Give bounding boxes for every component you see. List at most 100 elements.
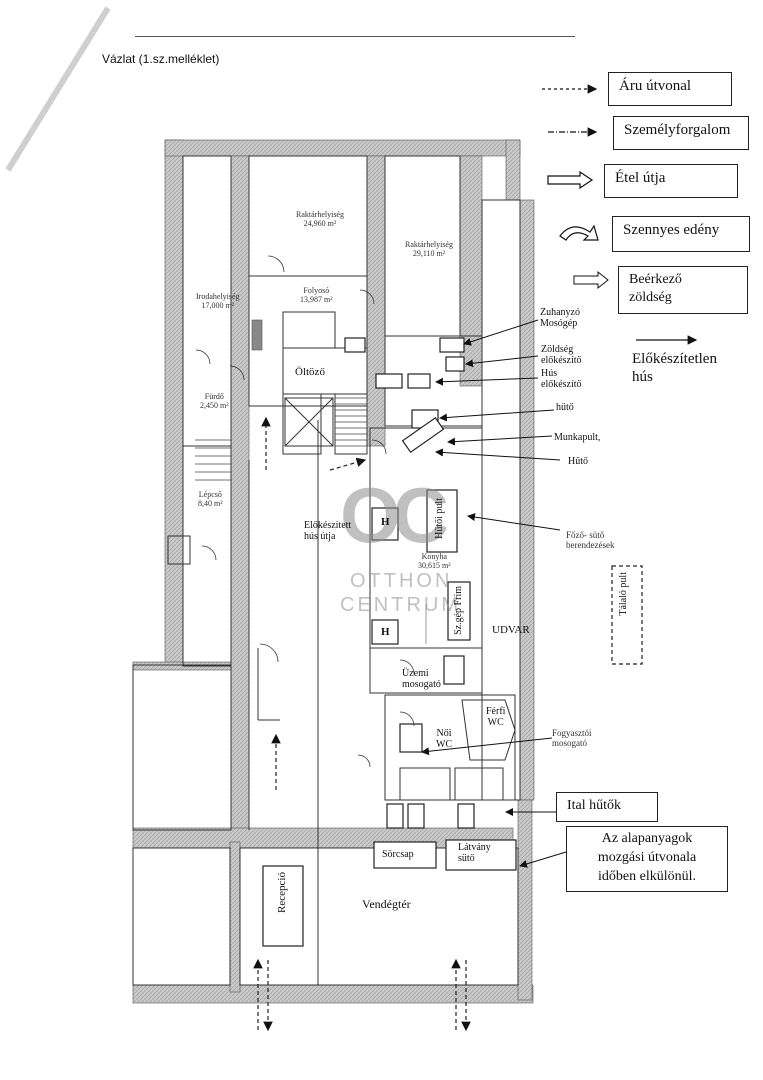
annotation-note: Az alapanyagok mozgási útvonala időben e… bbox=[566, 826, 728, 892]
annotation-zuhanyzo-line2: Mosógép bbox=[540, 318, 578, 329]
annotation-note-line2: mozgási útvonala bbox=[597, 850, 697, 865]
room-ferfi-line2: WC bbox=[487, 717, 504, 728]
annotation-fozo-line1: Főző- sütő bbox=[566, 530, 605, 540]
area-raktar-1-name: Raktárhelyiség bbox=[296, 210, 344, 219]
area-furdo-name: Fürdő bbox=[204, 392, 224, 401]
room-oltozo: Öltöző bbox=[295, 366, 325, 378]
area-furdo: Fürdő 2,450 m² bbox=[200, 392, 229, 410]
room-noi-line2: WC bbox=[436, 739, 453, 750]
annotation-huto1: hűtő bbox=[556, 402, 574, 413]
room-latvany-line2: sütő bbox=[458, 853, 475, 864]
room-ferfi-wc: Férfi WC bbox=[486, 706, 505, 728]
legend-etel-utja: Étel útja bbox=[604, 164, 738, 198]
room-elokeszitett-line2: hús útja bbox=[304, 531, 336, 542]
legend-szemelyforgalom: Személyforgalom bbox=[613, 116, 749, 150]
room-szgep: Sz.gép Frim bbox=[453, 586, 464, 635]
legend-szennyes-edeny: Szennyes edény bbox=[612, 216, 750, 252]
area-folyoso-name: Folyosó bbox=[303, 286, 330, 295]
staircase bbox=[195, 397, 367, 481]
annotation-ital-hutok: Ital hűtők bbox=[556, 792, 658, 822]
corridor bbox=[248, 420, 319, 985]
elevator bbox=[284, 397, 334, 447]
room-outlines bbox=[132, 155, 521, 986]
watermark-line1: OTTHON bbox=[350, 570, 453, 592]
wc-partition bbox=[461, 699, 516, 761]
equipment bbox=[262, 337, 517, 947]
area-raktar-1-size: 24,960 m² bbox=[303, 219, 337, 228]
annotation-zoldseg-line1: Zöldség bbox=[541, 344, 574, 355]
annotation-fozo-line2: berendezések bbox=[566, 540, 615, 550]
room-recepcio: Recepció bbox=[276, 872, 288, 913]
area-raktar-2-name: Raktárhelyiség bbox=[405, 240, 453, 249]
legend-beerkezo-line1: Beérkező bbox=[629, 272, 682, 287]
area-iroda-size: 17,000 m² bbox=[201, 301, 235, 310]
scan-streak bbox=[5, 6, 111, 172]
partition-hatch bbox=[251, 319, 427, 644]
room-latvany-line1: Látvány bbox=[458, 842, 491, 853]
annotation-zuhanyzo: Zuhanyzó Mosógép bbox=[540, 307, 580, 329]
room-noi-wc: Női WC bbox=[436, 728, 452, 750]
room-elokeszitett-line1: Előkészített bbox=[304, 520, 352, 531]
wc-noi-stall bbox=[399, 767, 451, 801]
area-iroda-name: Irodahelyiség bbox=[196, 292, 240, 301]
movement-paths bbox=[253, 416, 471, 1032]
outer-walls bbox=[132, 139, 535, 1004]
annotation-hus-line1: Hús bbox=[541, 368, 558, 379]
area-folyoso: Folyosó 13,987 m² bbox=[300, 286, 333, 304]
talalo-pult-box bbox=[611, 565, 643, 665]
legend-elokeszitetlen-line2: hús bbox=[632, 369, 653, 385]
area-raktar-1: Raktárhelyiség 24,960 m² bbox=[296, 210, 344, 228]
room-h1: H bbox=[381, 516, 390, 528]
page-title: Vázlat (1.sz.melléklet) bbox=[102, 52, 220, 66]
legend-aru-utvonal: Áru útvonal bbox=[608, 72, 732, 106]
annotation-udvar: UDVAR bbox=[492, 624, 530, 636]
legend-elokeszitetlen-hus: Előkészítetlen hús bbox=[632, 350, 717, 386]
room-uzemi-line1: Üzemi bbox=[402, 668, 429, 679]
area-iroda: Irodahelyiség 17,000 m² bbox=[196, 292, 240, 310]
room-noi-line1: Női bbox=[436, 728, 452, 739]
area-konyha-name: Konyha bbox=[421, 552, 447, 561]
area-konyha: Konyha 30,615 m² bbox=[418, 552, 451, 570]
area-lepcso-size: 8,40 m² bbox=[198, 499, 223, 508]
annotation-leaders bbox=[421, 319, 567, 868]
annotation-note-line1: Az alapanyagok bbox=[601, 831, 693, 846]
area-konyha-size: 30,615 m² bbox=[418, 561, 451, 570]
legend-beerkezo-line2: zöldség bbox=[629, 290, 672, 305]
annotation-hus-elokeszito: Hús előkészítő bbox=[541, 368, 582, 390]
annotation-note-line3: időben elkülönül. bbox=[598, 869, 696, 884]
annotation-zoldseg-elokeszito: Zöldség előkészítő bbox=[541, 344, 582, 366]
room-ferfi-line1: Férfi bbox=[486, 706, 506, 717]
wc-ferfi-stall bbox=[454, 767, 504, 801]
area-folyoso-size: 13,987 m² bbox=[300, 295, 333, 304]
room-latvany-suto: Látvány sütő bbox=[458, 842, 491, 864]
annotation-talalo-pult: Tálaló pult bbox=[618, 572, 629, 616]
room-elokeszitett: Előkészített hús útja bbox=[304, 520, 351, 542]
door-swings bbox=[195, 255, 415, 768]
legend-beerkezo-zoldseg: Beérkező zöldség bbox=[618, 266, 748, 314]
room-vendegter: Vendégtér bbox=[362, 897, 411, 911]
room-h2: H bbox=[381, 626, 390, 638]
watermark-line2: CENTRUM bbox=[340, 594, 461, 616]
room-hutoi-pult: Hűtői pult bbox=[434, 498, 445, 539]
area-raktar-2-size: 29,110 m² bbox=[412, 249, 446, 258]
top-rule bbox=[135, 36, 575, 37]
area-furdo-size: 2,450 m² bbox=[200, 401, 229, 410]
annotation-huto2: Hűtő bbox=[568, 456, 588, 467]
room-uzemi-mosogato: Üzemi mosogató bbox=[402, 668, 441, 690]
area-raktar-2: Raktárhelyiség 29,110 m² bbox=[405, 240, 453, 258]
annotation-zoldseg-line2: előkészítő bbox=[541, 355, 582, 366]
annotation-munkapult: Munkapult, bbox=[554, 432, 601, 443]
area-lepcso: Lépcső 8,40 m² bbox=[198, 490, 223, 508]
annotation-fogyaszto-line1: Fogyasztói bbox=[552, 728, 592, 738]
annotation-fozo-suto: Főző- sütő berendezések bbox=[566, 530, 614, 550]
annotation-fogyaszto-mosogato: Fogyasztói mosogató bbox=[552, 728, 592, 748]
room-sorcsap: Sörcsap bbox=[382, 849, 414, 860]
area-lepcso-name: Lépcső bbox=[198, 490, 222, 499]
legend-symbols bbox=[542, 84, 698, 345]
watermark-logo: OC bbox=[340, 471, 449, 559]
legend-elokeszitetlen-line1: Előkészítetlen bbox=[632, 351, 717, 367]
annotation-fogyaszto-line2: mosogató bbox=[552, 738, 587, 748]
room-uzemi-line2: mosogató bbox=[402, 679, 441, 690]
annotation-zuhanyzo-line1: Zuhanyzó bbox=[540, 307, 580, 318]
